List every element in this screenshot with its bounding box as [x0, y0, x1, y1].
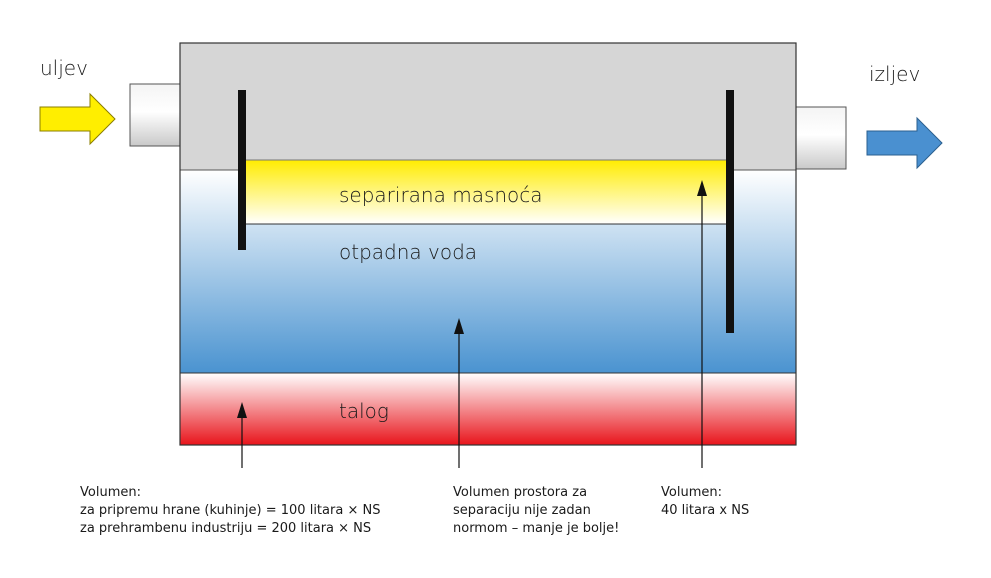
note-line: Volumen prostora za	[453, 485, 588, 500]
sludge-volume-note: Volumen: za pripremu hrane (kuhinje) = 1…	[80, 484, 380, 538]
grease-layer	[243, 160, 730, 224]
note-line: separaciju nije zadan	[453, 503, 591, 518]
inlet-baffle	[238, 90, 246, 250]
note-line: Volumen:	[80, 485, 141, 500]
note-line: 40 litara x NS	[661, 503, 750, 518]
grease-volume-note: Volumen: 40 litara x NS	[661, 484, 749, 520]
outlet-arrow-icon	[866, 116, 943, 170]
outlet-label: izljev	[869, 62, 921, 86]
air-space	[180, 43, 796, 170]
outlet-pipe	[795, 106, 847, 170]
inlet-label: uljev	[40, 56, 88, 80]
tank-outline	[179, 42, 797, 446]
note-line: za pripremu hrane (kuhinje) = 100 litara…	[80, 503, 381, 518]
outlet-baffle	[726, 90, 734, 333]
inlet-pipe	[129, 83, 181, 147]
sludge-pointer-arrow	[237, 402, 247, 468]
note-line: Volumen:	[661, 485, 722, 500]
separation-volume-note: Volumen prostora za separaciju nije zada…	[453, 484, 619, 538]
inlet-arrow-icon	[39, 92, 116, 146]
note-line: normom – manje je bolje!	[453, 521, 620, 536]
note-line: za prehrambenu industriju = 200 litara ×…	[80, 521, 372, 536]
grease-label: separirana masnoća	[339, 183, 543, 207]
grease-pointer-arrow	[697, 180, 707, 468]
separation-pointer-arrow	[454, 318, 464, 468]
wastewater-label: otpadna voda	[339, 240, 478, 264]
sludge-label: talog	[339, 399, 389, 423]
sludge-zone	[180, 373, 796, 445]
